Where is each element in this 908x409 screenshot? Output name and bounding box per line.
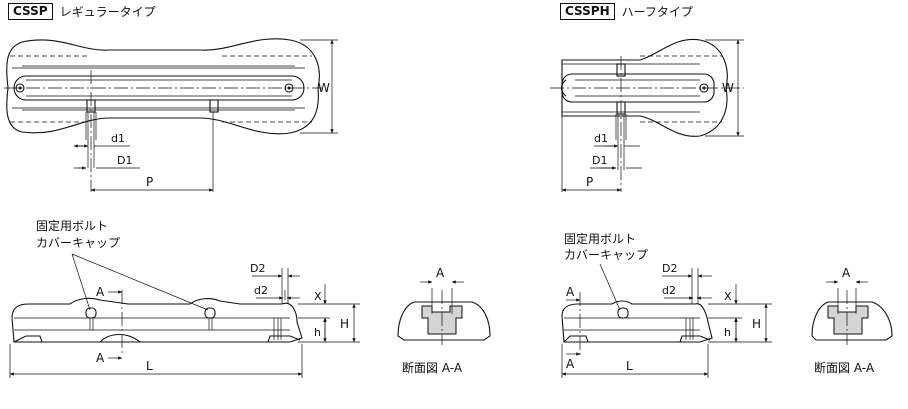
csspH-H-label: H bbox=[752, 317, 761, 331]
csspH-side-view bbox=[561, 292, 713, 356]
csspH-callout-line2: カバーキャップ bbox=[564, 248, 648, 262]
cssp-code-box: CSSP bbox=[8, 3, 53, 20]
title-csspH: CSSPH ハーフタイプ bbox=[560, 3, 693, 20]
csspH-section-view: A 断面図 A-A bbox=[811, 266, 893, 375]
cssp-x-label: X bbox=[314, 290, 322, 303]
csspH-h-label: h bbox=[724, 326, 731, 339]
csspH-code-box: CSSPH bbox=[560, 3, 615, 20]
cssp-D2-label: D2 bbox=[250, 262, 265, 275]
cssp-callout-line2: カバーキャップ bbox=[36, 236, 120, 250]
cssp-w-label: W bbox=[318, 81, 330, 95]
cssp-h-label: h bbox=[314, 326, 321, 339]
cssp-side-callout: 固定用ボルト カバーキャップ bbox=[36, 218, 209, 311]
csspH-w-label: W bbox=[722, 81, 734, 95]
csspH-top-dimensions: W d1 D1 P bbox=[561, 39, 744, 192]
cssp-d1-label: d1 bbox=[111, 132, 125, 145]
cssp-section-view: A 断面図 A-A bbox=[397, 266, 491, 375]
csspH-x-label: X bbox=[724, 290, 732, 303]
csspH-D2-label: D2 bbox=[662, 262, 677, 275]
title-cssp: CSSP レギュラータイプ bbox=[8, 3, 156, 20]
csspH-type-name: ハーフタイプ bbox=[621, 5, 693, 19]
cssp-section-caption: 断面図 A-A bbox=[402, 360, 463, 375]
cssp-p-label: P bbox=[146, 175, 153, 189]
cssp-type-name: レギュラータイプ bbox=[59, 5, 156, 19]
cssp-side-dimensions: A A D2 d2 X h H L bbox=[9, 262, 360, 378]
cssp-side-view bbox=[11, 290, 303, 356]
cssp-top-dimensions: W d1 D1 P bbox=[74, 39, 338, 192]
csspH-D1-label: D1 bbox=[592, 154, 607, 167]
csspH-callout-line1: 固定用ボルト bbox=[564, 231, 636, 246]
csspH-L-label: L bbox=[626, 359, 633, 373]
csspH-side-dimensions: A A D2 d2 X h H L bbox=[561, 262, 772, 378]
cssp-callout-line1: 固定用ボルト bbox=[36, 218, 108, 233]
cssp-D1-label: D1 bbox=[117, 154, 132, 167]
cssp-H-label: H bbox=[340, 317, 349, 331]
csspH-section-a-top: A bbox=[566, 285, 575, 299]
cssp-section-a-label: A bbox=[436, 266, 445, 280]
cssp-L-label: L bbox=[146, 359, 153, 373]
csspH-section-caption: 断面図 A-A bbox=[814, 360, 875, 375]
csspH-section-a-label: A bbox=[842, 266, 851, 280]
cssp-section-a-top: A bbox=[96, 285, 105, 299]
csspH-side-callout: 固定用ボルト カバーキャップ bbox=[564, 231, 648, 311]
cssp-section-a-bottom: A bbox=[96, 351, 105, 365]
csspH-d1-label: d1 bbox=[594, 132, 608, 145]
csspH-top-view bbox=[550, 38, 744, 192]
csspH-p-label: P bbox=[586, 175, 593, 189]
csspH-section-a-bottom: A bbox=[566, 357, 575, 371]
cssp-top-view bbox=[4, 38, 322, 192]
cssp-d2-label: d2 bbox=[254, 284, 268, 297]
csspH-d2-label: d2 bbox=[662, 284, 676, 297]
